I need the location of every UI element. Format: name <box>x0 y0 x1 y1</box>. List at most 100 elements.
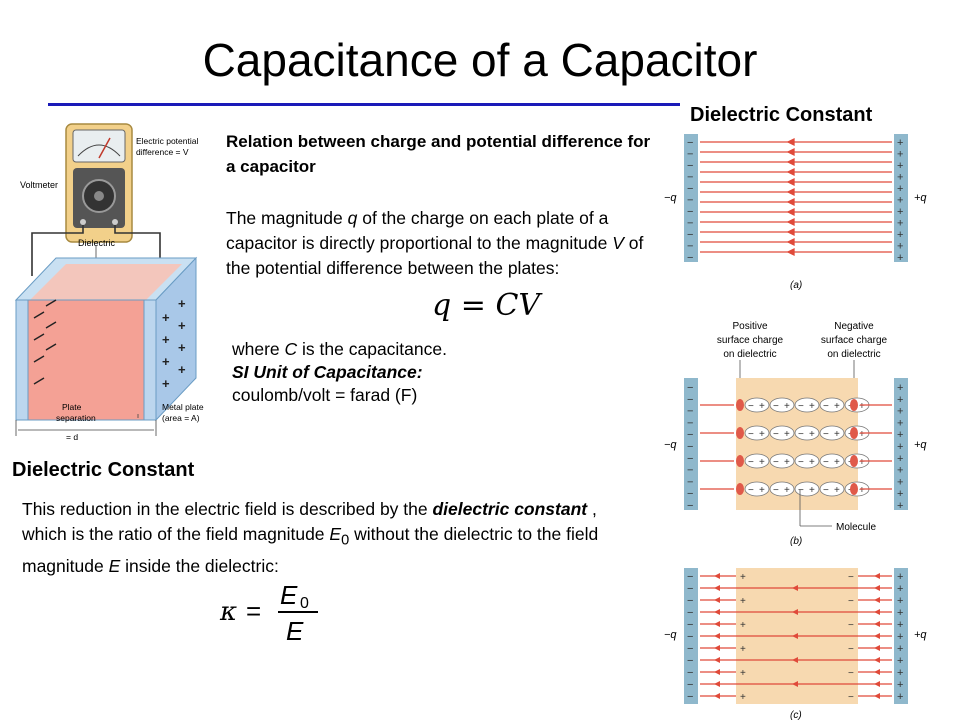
arrowhead-a <box>786 237 795 247</box>
arrowhead-c <box>714 693 720 699</box>
plus-sign: + <box>897 667 903 679</box>
minus-sign: − <box>687 183 693 195</box>
molecule-minus: − <box>748 401 754 412</box>
molecule-plus: + <box>809 401 815 412</box>
plus-sign: + <box>897 441 903 453</box>
molecule-plus: + <box>759 485 765 496</box>
plus-sign: + <box>897 183 903 195</box>
arrowhead-a <box>786 167 795 177</box>
molecule-minus: − <box>773 457 779 468</box>
arrowhead-c <box>714 633 720 639</box>
arrowhead-c <box>714 585 720 591</box>
surface-charge-positive <box>736 483 744 495</box>
pos-charge-b: +q <box>914 439 927 451</box>
svg-text:+: + <box>178 340 186 355</box>
molecule-minus: − <box>823 429 829 440</box>
svg-text:+: + <box>162 332 170 347</box>
minus-sign: − <box>687 691 693 703</box>
surface-charge-positive <box>736 455 744 467</box>
plus-sign: + <box>897 607 903 619</box>
si-unit-label: SI Unit of Capacitance: <box>232 362 423 382</box>
arrowhead-c <box>874 573 880 579</box>
dielectric-plus: + <box>740 572 746 583</box>
reduction-paragraph: This reduction in the electric field is … <box>22 499 599 576</box>
minus-sign: − <box>687 631 693 643</box>
plus-sign: + <box>897 195 903 207</box>
molecule-plus: + <box>784 429 790 440</box>
dielectric-minus: − <box>848 668 854 679</box>
arrowhead-c <box>714 645 720 651</box>
minus-sign: − <box>687 417 693 429</box>
arrowhead-a <box>786 227 795 237</box>
dielectric-plus: + <box>740 620 746 631</box>
plus-sign: + <box>897 453 903 465</box>
plus-sign: + <box>897 583 903 595</box>
molecule-minus: − <box>798 457 804 468</box>
voltmeter-label: Voltmeter <box>20 180 58 190</box>
dielectric-plus: + <box>740 668 746 679</box>
positive-plate-a <box>894 134 908 262</box>
arrowhead-c <box>714 597 720 603</box>
arrowhead-a <box>786 157 795 167</box>
figure-c: +−+−+−+−+−+− −q +q (c) <box>664 568 927 720</box>
plus-sign: + <box>897 149 903 161</box>
figure-b: Positive surface charge on dielectric Ne… <box>664 321 927 547</box>
minus-sign: − <box>687 607 693 619</box>
minus-sign: − <box>687 206 693 218</box>
minus-sign: − <box>687 160 693 172</box>
molecule-plus: + <box>759 457 765 468</box>
minus-sign: − <box>687 172 693 184</box>
where-line: where C is the capacitance. <box>232 339 447 359</box>
surface-charge-positive <box>736 427 744 439</box>
arrowhead-c <box>714 657 720 663</box>
capacitor-voltmeter-figure: ++ ++ ++ ++ Voltmeter Electric potential… <box>14 123 204 442</box>
svg-text:+: + <box>162 310 170 325</box>
minus-sign: − <box>687 571 693 583</box>
arrowhead-c <box>714 609 720 615</box>
svg-text:+: + <box>178 318 186 333</box>
molecule-plus: + <box>759 401 765 412</box>
svg-text:+: + <box>178 296 186 311</box>
minus-sign: − <box>687 583 693 595</box>
arrowhead-c <box>874 621 880 627</box>
surface-charge-negative <box>850 483 858 495</box>
molecule-minus: − <box>773 429 779 440</box>
plus-sign: + <box>897 631 903 643</box>
minus-sign: − <box>687 476 693 488</box>
molecule-label: Molecule <box>836 522 876 533</box>
molecule-plus: + <box>859 429 865 440</box>
equation-q-equals-cv: q = CV <box>432 288 541 323</box>
dielectric-plus: + <box>740 644 746 655</box>
surface-charge-negative <box>850 399 858 411</box>
arrowhead-a <box>786 177 795 187</box>
plate-separation-label-3: = d <box>66 432 78 442</box>
molecule <box>819 397 845 413</box>
dielectric-top <box>30 264 182 300</box>
dielectric-minus: − <box>848 572 854 583</box>
minus-sign: − <box>687 655 693 667</box>
dielectric-constant-heading-left: Dielectric Constant <box>12 459 195 481</box>
negative-surface-label-2: surface charge <box>821 335 888 346</box>
minus-sign: − <box>687 394 693 406</box>
molecule-plus: + <box>834 401 840 412</box>
plus-sign: + <box>897 488 903 500</box>
minus-sign: − <box>687 429 693 441</box>
plus-sign: + <box>897 229 903 241</box>
magnitude-paragraph: The magnitude q of the charge on each pl… <box>226 208 644 278</box>
molecule-plus: + <box>834 429 840 440</box>
arrowhead-a <box>786 187 795 197</box>
molecule-plus: + <box>784 485 790 496</box>
plus-sign: + <box>897 206 903 218</box>
plus-sign: + <box>897 417 903 429</box>
arrowhead-c <box>874 657 880 663</box>
positive-plate-b <box>894 378 908 510</box>
plus-sign: + <box>897 172 903 184</box>
arrowhead-c <box>874 645 880 651</box>
plus-sign: + <box>897 394 903 406</box>
caption-c: (c) <box>790 710 802 720</box>
plus-sign: + <box>897 218 903 230</box>
plus-sign: + <box>897 406 903 418</box>
plus-sign: + <box>897 691 903 703</box>
molecule-minus: − <box>773 401 779 412</box>
negative-plate-a <box>684 134 698 262</box>
